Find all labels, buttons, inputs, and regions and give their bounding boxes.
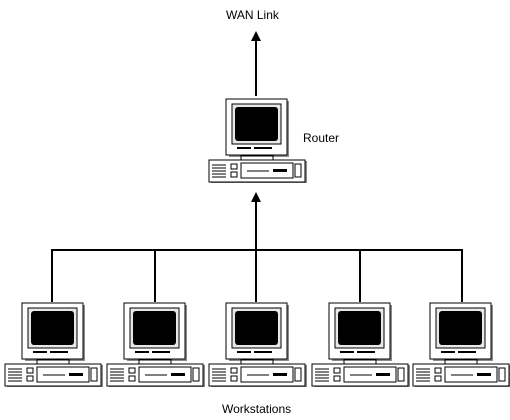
workstation-computer-icon — [412, 302, 510, 388]
wan-link-label: WAN Link — [226, 8, 279, 22]
workstation-computer-icon — [4, 302, 104, 388]
router-label: Router — [303, 131, 340, 145]
workstation-computer-icon — [106, 302, 206, 388]
router-computer-icon — [208, 98, 308, 184]
workstation-computer-icon — [311, 302, 411, 388]
workstations-label: Workstations — [222, 402, 292, 416]
workstation-computer-icon — [208, 302, 308, 388]
